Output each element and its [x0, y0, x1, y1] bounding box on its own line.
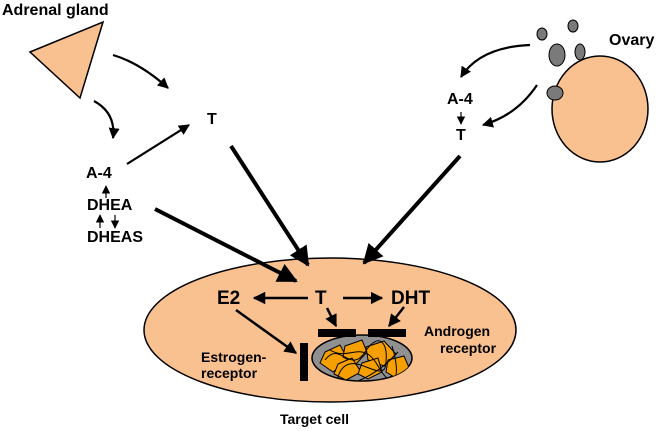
dhea-label: DHEA — [87, 197, 133, 214]
androgen-receptor-label-1: Androgen — [424, 323, 491, 339]
ovary-shape — [551, 55, 649, 163]
arrow-ovary-to-t — [481, 84, 538, 128]
estrogen-receptor-bar — [300, 343, 308, 381]
adrenal-gland-label: Adrenal gland — [2, 2, 109, 19]
cell-t-label: T — [315, 288, 327, 309]
arrow-dhea-to-cell — [154, 207, 298, 283]
estrogen-receptor-label-2: receptor — [201, 365, 258, 381]
arrow-t-to-receptor — [325, 307, 338, 328]
arrow-adrenal-to-a4 — [93, 100, 120, 140]
dht-label: DHT — [391, 288, 431, 309]
ovary-follicles — [536, 19, 586, 101]
arrow-e2-to-estrogen-receptor — [235, 308, 298, 355]
androgen-receptor-bar-left — [318, 329, 356, 337]
arrow-ovary-to-a4 — [460, 43, 531, 78]
adrenal-gland-shape — [28, 20, 105, 100]
arrow-a4-to-t-left — [126, 124, 190, 165]
arrow-ovary-t-to-cell — [362, 154, 462, 265]
target-cell-label: Target cell — [280, 411, 349, 427]
dheas-label: DHEAS — [87, 229, 144, 246]
a4-right-label: A-4 — [447, 91, 473, 108]
a4-left-label: A-4 — [86, 165, 112, 182]
arrow-adrenal-to-t — [112, 53, 169, 89]
chromatin — [319, 339, 411, 381]
adrenal-t-label: T — [207, 111, 217, 128]
e2-label: E2 — [217, 288, 241, 309]
estrogen-receptor-label-1: Estrogen- — [201, 349, 267, 365]
arrow-adrenal-t-to-cell — [229, 144, 310, 267]
arrow-dht-to-receptor — [388, 306, 405, 327]
androgen-receptor-bar-right — [368, 329, 406, 337]
androgen-receptor-label-2: receptor — [440, 340, 497, 356]
ovary-label: Ovary — [609, 32, 655, 49]
ovary-t-label: T — [456, 127, 466, 144]
